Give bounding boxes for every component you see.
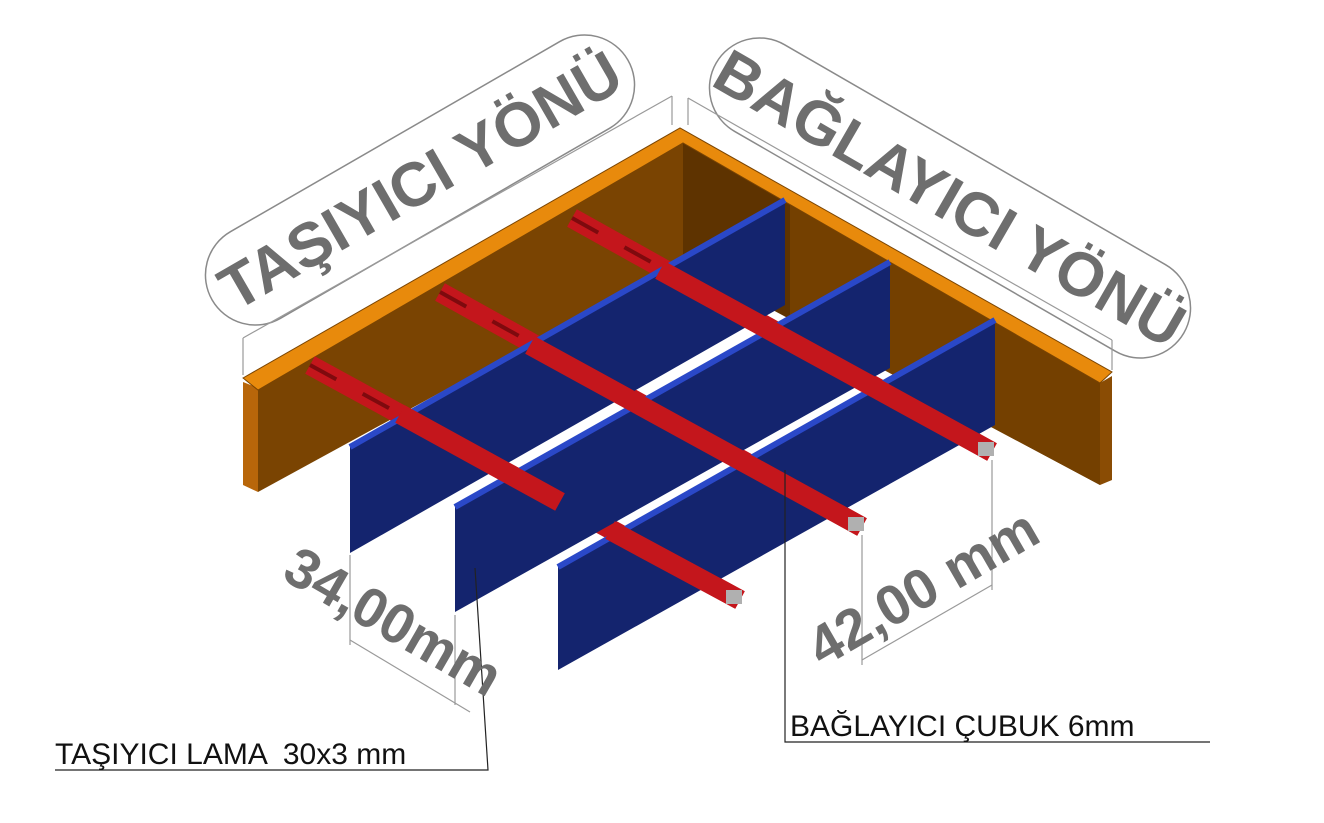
bearing-bar-label: TAŞIYICI LAMA 30x3 mm bbox=[55, 738, 406, 771]
frame-left-end bbox=[243, 382, 258, 492]
cross-bar-label: BAĞLAYICI ÇUBUK 6mm bbox=[790, 710, 1135, 743]
frame-right-end bbox=[1100, 376, 1112, 485]
dimension-lines bbox=[55, 95, 1210, 771]
cross-pitch-dimension: 42,00 mm bbox=[797, 496, 1050, 678]
bearing-bar bbox=[455, 262, 890, 612]
frame-top-edge bbox=[242, 127, 1113, 391]
bearing-bar bbox=[558, 320, 995, 670]
cross-bar-front-segments bbox=[395, 261, 997, 609]
